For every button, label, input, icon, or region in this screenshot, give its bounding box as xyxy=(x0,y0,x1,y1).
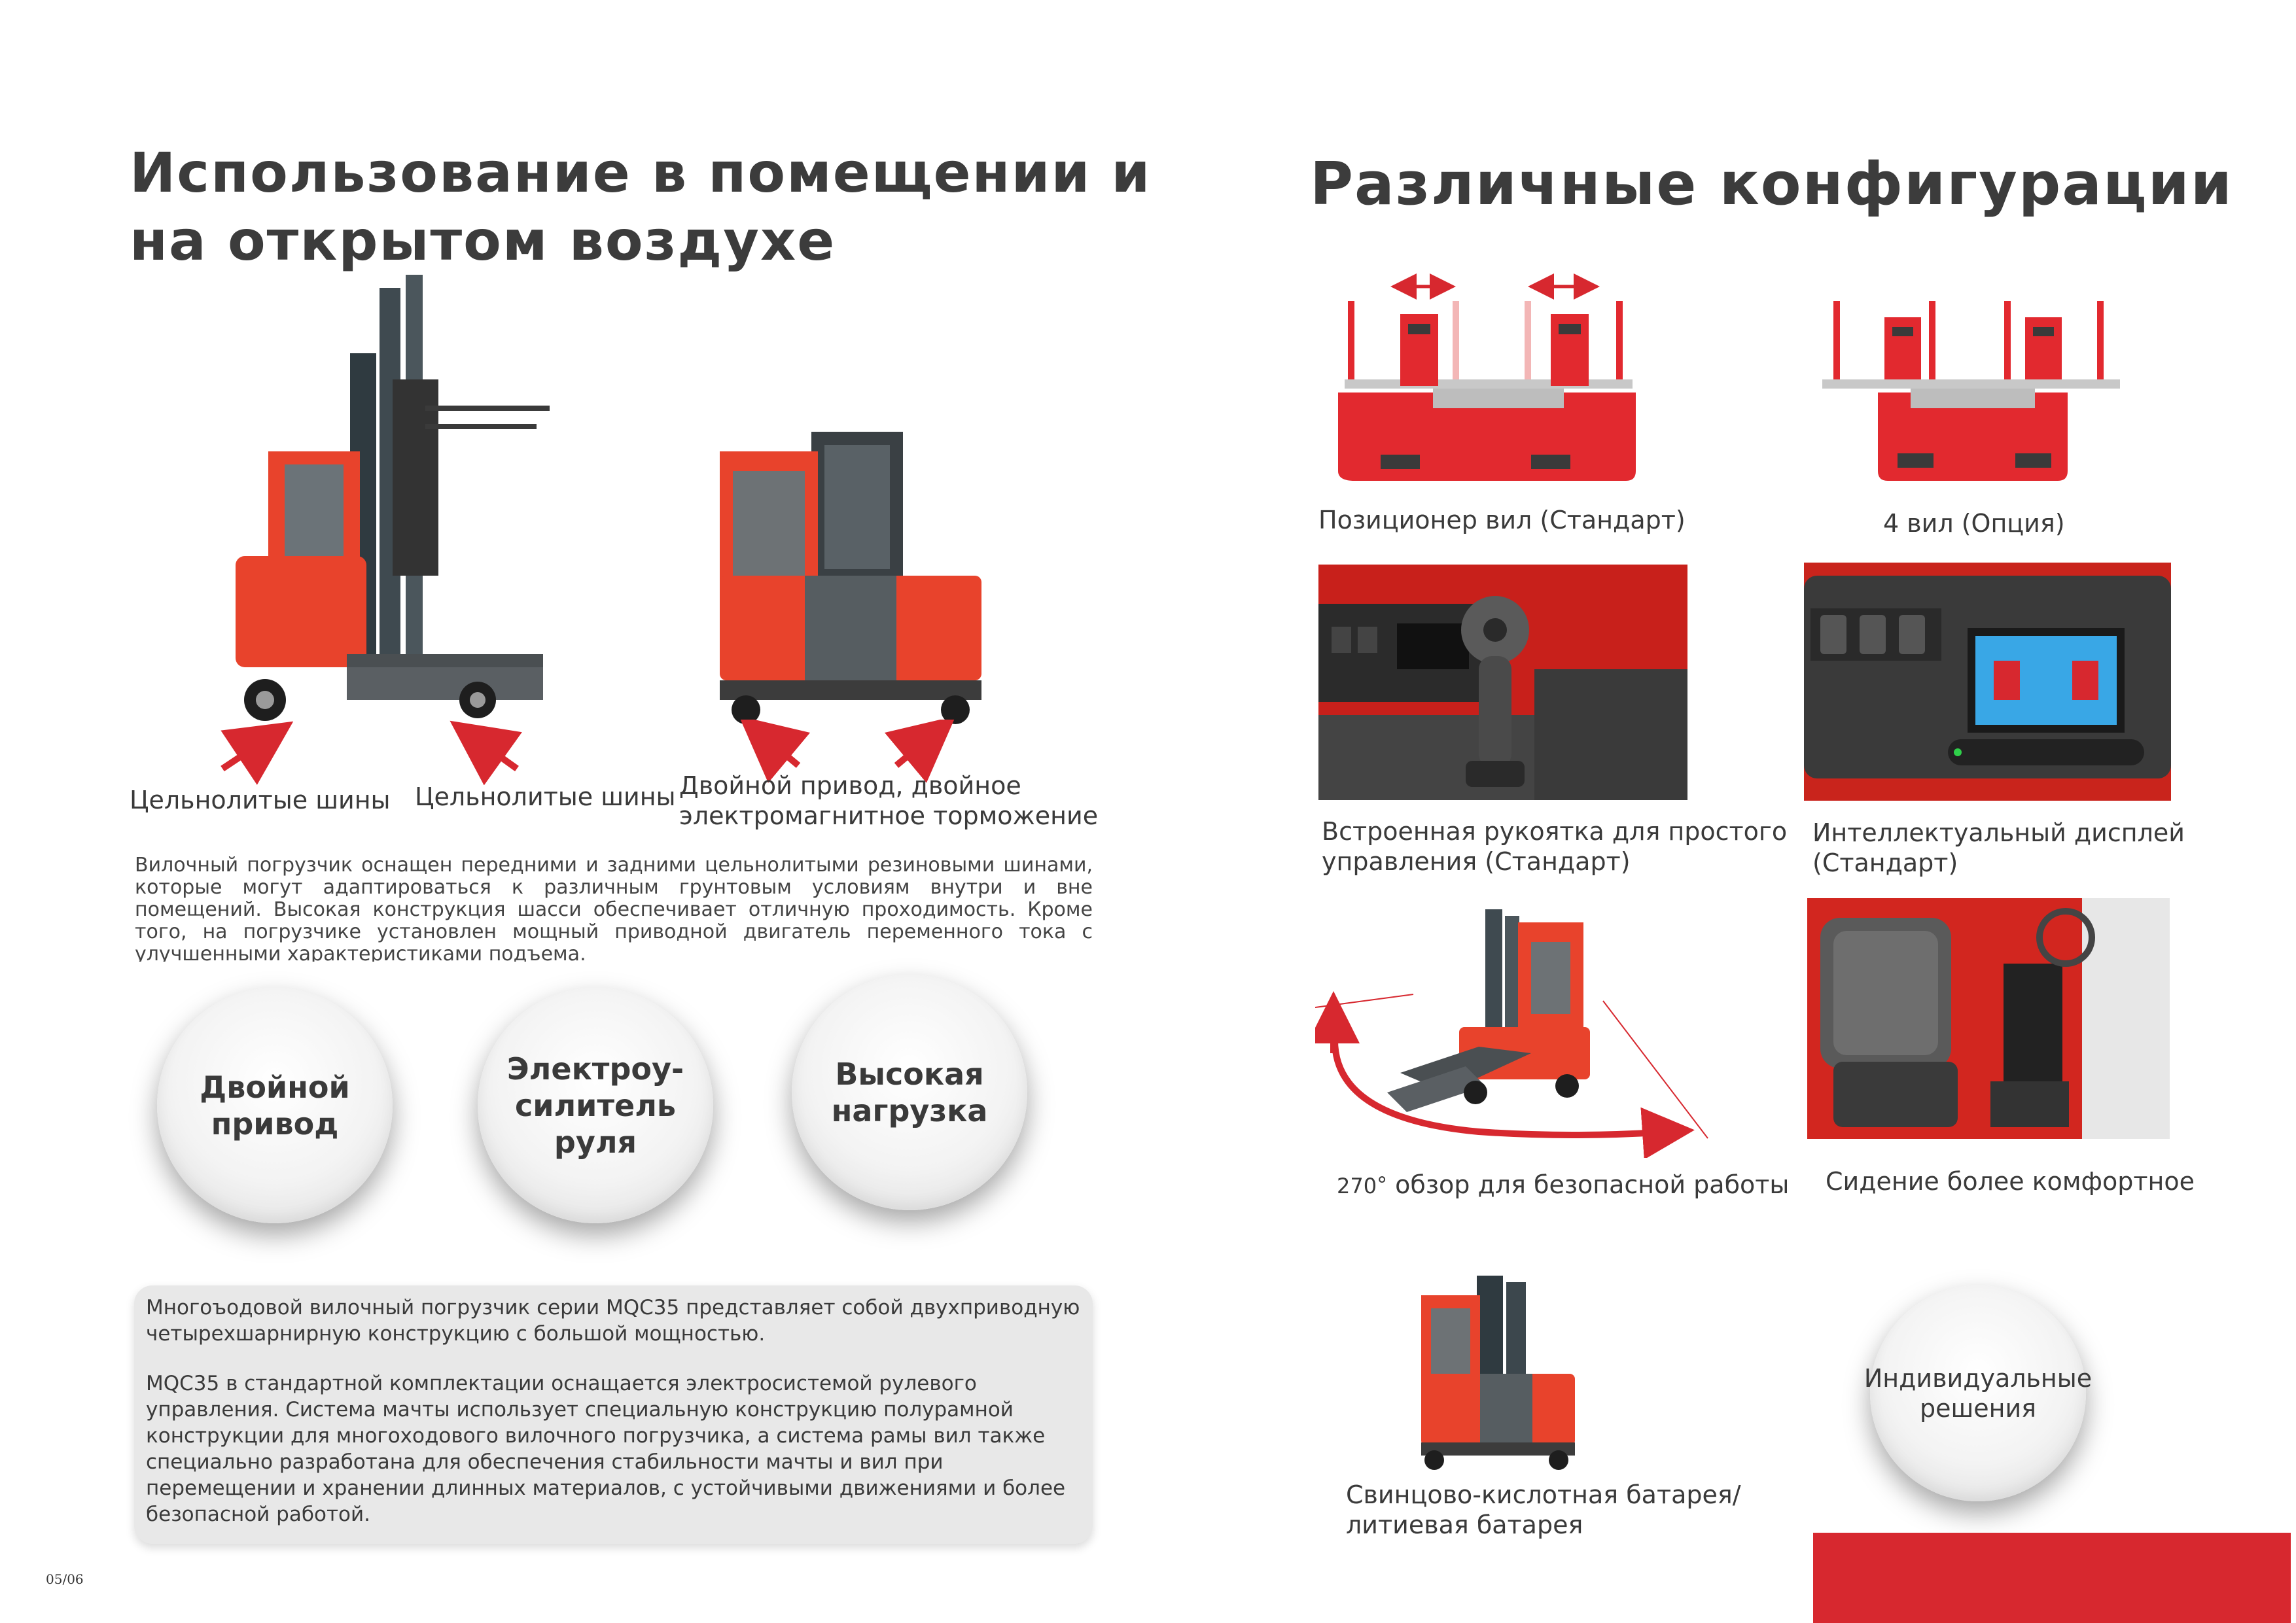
display-photo xyxy=(1804,563,2171,801)
feature-circle-power-steering-label: Электроу- силитель руля xyxy=(506,1051,684,1160)
custom-solutions-circle: Индивидуальные решения xyxy=(1864,1285,2092,1501)
caption-drive: Двойной привод, двойное электромагнитное… xyxy=(679,771,1098,831)
caption-display: Интеллектуальный дисплей (Стандарт) xyxy=(1812,818,2185,878)
caption-joystick-line1: Встроенная рукоятка для простого xyxy=(1322,817,1788,846)
feature-circle-high-load: Высокая нагрузка xyxy=(792,975,1027,1210)
view-270-illustration xyxy=(1315,909,1708,1158)
info-box-para2: MQC35 в стандартной комплектации оснащае… xyxy=(146,1372,1066,1526)
page-number: 05/06 xyxy=(46,1571,84,1587)
info-box: Многоъодовой вилочный погрузчик серии MQ… xyxy=(134,1285,1093,1544)
fork-positioner-diagram xyxy=(1338,273,1636,481)
caption-battery-line1: Свинцово-кислотная батарея/ xyxy=(1346,1480,1741,1509)
battery-forklift-illustration xyxy=(1421,1276,1575,1470)
caption-tires-right: Цельнолитые шины xyxy=(415,782,676,811)
seat-photo xyxy=(1807,898,2170,1139)
caption-seat: Сидение более комфортное xyxy=(1826,1167,2195,1196)
feature-circle-high-load-label: Высокая нагрузка xyxy=(831,1056,988,1128)
four-forks-diagram xyxy=(1822,301,2120,481)
joystick-photo xyxy=(1318,565,1687,800)
tire-arrows xyxy=(221,720,956,785)
caption-display-line1: Интеллектуальный дисплей xyxy=(1812,818,2185,847)
feature-circle-dual-drive: Двойной привод xyxy=(157,988,393,1223)
feature-circle-dual-drive-label: Двойной привод xyxy=(200,1070,350,1142)
custom-solutions-label: Индивидуальные решения xyxy=(1863,1364,2093,1423)
left-title-line1: Использование в помещении и xyxy=(130,141,1152,205)
caption-battery-line2: литиевая батарея xyxy=(1346,1510,1583,1539)
caption-fork-positioner: Позиционер вил (Стандарт) xyxy=(1318,506,1686,534)
right-title: Различные конфигурации xyxy=(1310,150,2233,218)
caption-drive-line1: Двойной привод, двойное xyxy=(679,771,1021,800)
caption-battery: Свинцово-кислотная батарея/ литиевая бат… xyxy=(1346,1480,1741,1540)
left-title: Использование в помещении и на открытом … xyxy=(130,139,1151,275)
caption-joystick-line2: управления (Стандарт) xyxy=(1322,847,1631,876)
left-description: Вилочный погрузчик оснащен передними и з… xyxy=(135,854,1093,962)
forklift-front-photo xyxy=(707,419,995,726)
caption-view-270-text: обзор для безопасной работы xyxy=(1395,1170,1790,1199)
red-corner-block xyxy=(1813,1533,2291,1623)
forklift-side-photo xyxy=(216,275,582,733)
caption-view-270-degree: ° xyxy=(1377,1172,1388,1197)
caption-joystick: Встроенная рукоятка для простого управле… xyxy=(1322,816,1787,877)
caption-display-line2: (Стандарт) xyxy=(1812,848,1958,877)
left-title-line2: на открытом воздухе xyxy=(130,209,836,273)
caption-four-forks: 4 вил (Опция) xyxy=(1883,509,2065,538)
caption-tires-left: Цельнолитые шины xyxy=(130,786,391,814)
caption-view-270-number: 270 xyxy=(1337,1174,1377,1198)
caption-view-270: 270° обзор для безопасной работы xyxy=(1337,1170,1789,1201)
caption-drive-line2: электромагнитное торможение xyxy=(679,801,1099,830)
info-box-para1: Многоъодовой вилочный погрузчик серии MQ… xyxy=(146,1296,1080,1346)
feature-circle-power-steering: Электроу- силитель руля xyxy=(478,988,713,1223)
